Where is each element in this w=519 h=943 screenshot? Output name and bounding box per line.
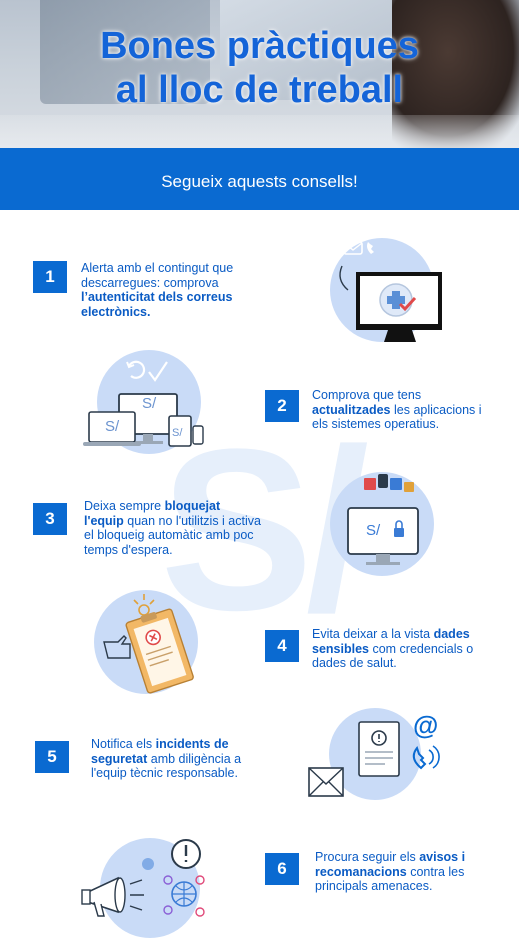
alert-megaphone-illustration	[80, 832, 220, 938]
hero-background-desk	[0, 115, 519, 148]
devices-update-illustration	[83, 350, 223, 460]
tip-text-3: Deixa sempre bloquejat l'equip quan no l…	[84, 499, 261, 557]
tip-number-3: 3	[33, 503, 67, 535]
tip-text-2: Comprova que tens actualitzades les apli…	[312, 388, 482, 431]
laptop-label: S/	[105, 418, 120, 435]
tip-text-6: Procura seguir els avisos i recomanacion…	[315, 850, 466, 893]
subtitle-banner	[0, 148, 519, 210]
tip-number-4: 4	[265, 630, 299, 662]
sensitive-document-illustration	[90, 588, 210, 698]
page-title: Bones pràctiques al lloc de treball	[0, 24, 519, 112]
tip-number-2: 2	[265, 390, 299, 422]
monitor-label: S/	[142, 395, 157, 412]
tip-text-4: Evita deixar a la vista dades sensibles …	[312, 627, 474, 670]
email-monitor-illustration	[320, 238, 450, 348]
svg-text:@: @	[413, 710, 438, 740]
incident-report-illustration: @	[305, 708, 445, 808]
hero-background-monitor	[40, 0, 210, 104]
hero-background-screen	[220, 0, 400, 100]
tip-number-6: 6	[265, 853, 299, 885]
lock-screen-label: S/	[366, 522, 381, 539]
tip-number-5: 5	[35, 741, 69, 773]
lock-screen-illustration	[326, 470, 446, 580]
subtitle-text: Segueix aquests consells!	[161, 172, 358, 191]
hero-banner	[0, 0, 519, 148]
title-line-2: al lloc de treball	[115, 69, 404, 111]
title-line-1: Bones pràctiques	[100, 25, 419, 67]
tip-number-1: 1	[33, 261, 67, 293]
tip-text-5: Notifica els incidents de seguretat amb …	[91, 737, 242, 780]
tip-text-1: Alerta amb el contingut que descarregues…	[81, 261, 234, 319]
tablet-label: S/	[172, 427, 183, 439]
